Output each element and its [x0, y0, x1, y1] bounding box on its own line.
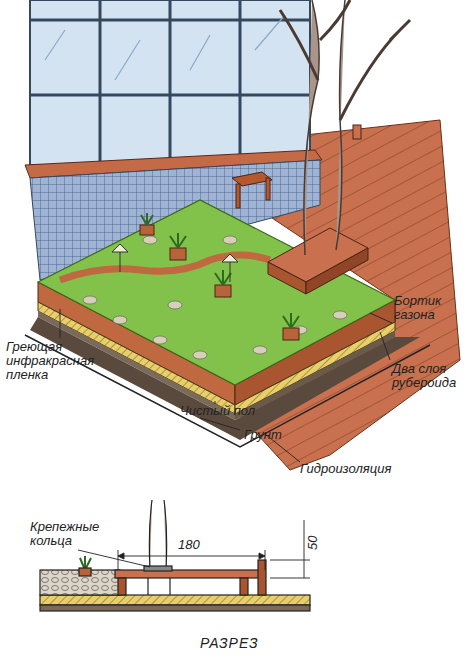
part-label: Греющая инфракрасная пленка [6, 340, 92, 382]
part-label: Гидроизоляция [300, 462, 391, 476]
part-label: Бортик газона [394, 294, 464, 322]
part-label: Крепежные кольца [30, 520, 110, 548]
part-label: Два слоя рубероида [392, 362, 468, 390]
part-label: Чистый пол [180, 404, 255, 418]
dimension-label: 180 [178, 538, 200, 552]
dimension-label: 50 [306, 536, 320, 550]
part-label: Грунт [244, 428, 282, 442]
section-title: РАЗРЕЗ [200, 636, 259, 650]
